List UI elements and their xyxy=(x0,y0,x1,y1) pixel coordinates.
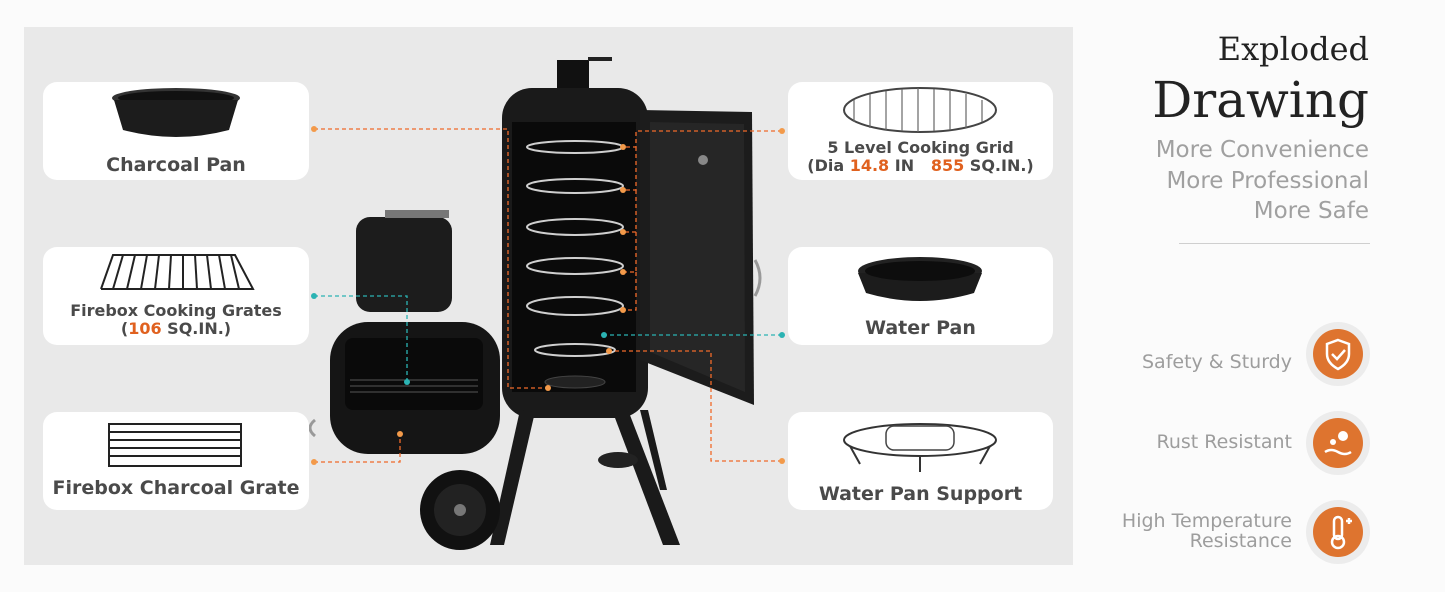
cooking-grid-line1: 5 Level Cooking Grid xyxy=(827,138,1014,157)
feature-rust-label: Rust Resistant xyxy=(1156,431,1292,453)
cooking-grid-area: 855 xyxy=(930,156,965,175)
firebox-grates-image xyxy=(100,254,255,290)
leader-lines-teal xyxy=(314,295,782,382)
part-card-water-pan-support: Water Pan Support xyxy=(788,412,1053,510)
firebox-grates-line2: (106 SQ.IN.) xyxy=(43,320,309,338)
tagline-convenience: More Convenience xyxy=(1155,137,1369,163)
cooking-grid-dia-unit: IN xyxy=(889,156,931,175)
shield-check-icon xyxy=(1325,338,1351,371)
part-card-charcoal-pan: Charcoal Pan xyxy=(43,82,309,180)
part-card-firebox-cooking-grates: Firebox Cooking Grates (106 SQ.IN.) xyxy=(43,247,309,345)
part-card-cooking-grid: 5 Level Cooking Grid (Dia 14.8 IN 855 SQ… xyxy=(788,82,1053,180)
feature-high-temp-badge xyxy=(1306,500,1370,564)
cooking-grid-line2: (Dia 14.8 IN 855 SQ.IN.) xyxy=(788,157,1053,175)
thermometer-icon xyxy=(1330,515,1352,550)
cooking-grid-image xyxy=(843,87,997,133)
firebox-charcoal-grate-image xyxy=(108,423,242,467)
part-card-water-pan: Water Pan xyxy=(788,247,1053,345)
water-pan-label: Water Pan xyxy=(865,317,976,339)
cooking-grid-diameter: 14.8 xyxy=(849,156,890,175)
tagline-safe: More Safe xyxy=(1253,198,1369,224)
feature-safety-label: Safety & Sturdy xyxy=(1141,351,1292,373)
cooking-grid-label: 5 Level Cooking Grid (Dia 14.8 IN 855 SQ… xyxy=(788,139,1053,175)
firebox-grates-unit: SQ.IN.) xyxy=(161,319,232,338)
feature-high-temp-line2: Resistance xyxy=(1189,530,1292,552)
cooking-grids xyxy=(526,140,624,357)
feature-rust-badge xyxy=(1306,411,1370,475)
firebox-lid xyxy=(356,217,452,312)
tagline-professional: More Professional xyxy=(1166,168,1369,194)
part-card-firebox-charcoal-grate: Firebox Charcoal Grate xyxy=(43,412,309,510)
feature-high-temp-label: High Temperature Resistance xyxy=(1122,511,1292,551)
leader-lines-orange xyxy=(314,128,782,463)
heading-drawing: Drawing xyxy=(1152,71,1369,129)
chimney xyxy=(557,60,589,92)
water-pan-support-label: Water Pan Support xyxy=(818,483,1023,505)
firebox-grates-area: 106 xyxy=(128,319,162,338)
cooking-grid-dia-prefix: (Dia xyxy=(807,156,850,175)
firebox-charcoal-grate-label: Firebox Charcoal Grate xyxy=(52,477,300,499)
cooking-grid-area-unit: SQ.IN.) xyxy=(964,156,1034,175)
water-pan-image xyxy=(858,257,982,301)
firebox-grates-line1: Firebox Cooking Grates xyxy=(70,301,282,320)
rust-drops-icon xyxy=(1324,431,1352,456)
charcoal-pan-image xyxy=(112,88,240,137)
feature-high-temp-line1: High Temperature xyxy=(1121,510,1292,532)
charcoal-pan-label: Charcoal Pan xyxy=(106,154,246,176)
feature-safety-badge xyxy=(1306,322,1370,386)
heading-exploded: Exploded xyxy=(1217,30,1369,68)
firebox-grates-label: Firebox Cooking Grates (106 SQ.IN.) xyxy=(43,302,309,338)
divider xyxy=(1179,243,1370,244)
firebox-grates-open: ( xyxy=(120,319,129,338)
water-pan-support-image xyxy=(843,423,997,472)
